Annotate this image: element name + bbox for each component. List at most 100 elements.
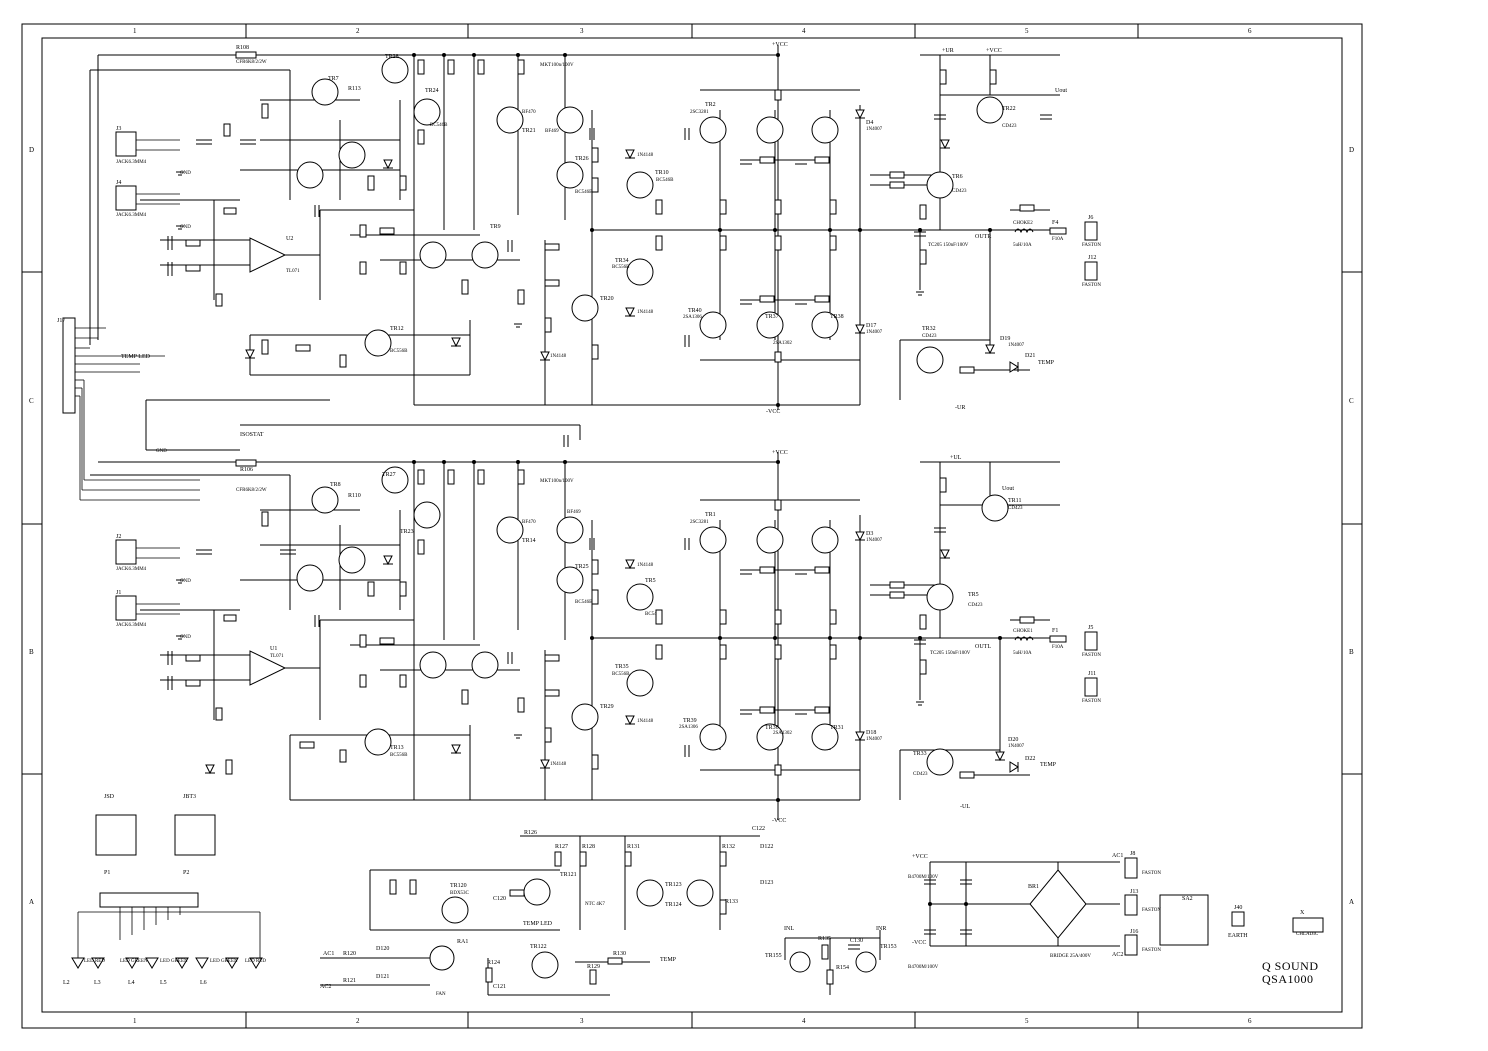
- tr27-label: TR27: [382, 472, 396, 478]
- tr155-label: TR155: [765, 953, 782, 959]
- tr121-label: TR121: [560, 872, 577, 878]
- r124-label: R124: [487, 960, 500, 966]
- tr123-label: TR123: [665, 882, 682, 888]
- tr38-label: TR38: [830, 314, 844, 320]
- fan-ra-label: RA1: [457, 939, 468, 945]
- f4-rating: F10A: [1052, 237, 1064, 242]
- input-level-area: [784, 930, 881, 995]
- faston-2: FASTON: [1142, 908, 1161, 913]
- ac1-psu: AC1: [1112, 853, 1123, 859]
- neg-ul: -UL: [960, 804, 970, 810]
- d17-label: D17: [866, 323, 876, 329]
- led-panel: [71, 814, 263, 969]
- earth-label: EARTH: [1228, 933, 1248, 939]
- tr31-label: TR31: [830, 725, 844, 731]
- capacitors: [167, 114, 1052, 757]
- tr25-label: TR25: [575, 564, 589, 570]
- tr22-label: TR22: [1002, 106, 1016, 112]
- tr12-label: TR12: [390, 326, 404, 332]
- tr34-label: TR34: [615, 258, 629, 264]
- fan-control: [320, 835, 760, 996]
- tr24-label: TR24: [425, 88, 439, 94]
- tc205-left: TC205 150nF/100V: [930, 651, 971, 656]
- neg-vcc-bottom: -VCC: [772, 818, 786, 824]
- d18-label: D18: [866, 730, 876, 736]
- tr9-label: TR5: [645, 578, 656, 584]
- tr28-label: TR28: [385, 54, 399, 60]
- col-label-6-bottom: 6: [1248, 1017, 1252, 1025]
- jsd-label: JSD: [104, 794, 115, 800]
- tr35-type: BC556B: [612, 672, 630, 677]
- d19-type: 1N4007: [1008, 343, 1025, 348]
- tr34-type: BC556B: [612, 265, 630, 270]
- d5-type: 1N4148: [637, 563, 654, 568]
- col-label-1-bottom: 1: [133, 1017, 137, 1025]
- r129-label: R129: [587, 964, 600, 970]
- col-label-5: 5: [1025, 27, 1029, 35]
- d21-label: D21: [1025, 353, 1035, 359]
- diodes: [205, 109, 1019, 775]
- corner-x: X: [1300, 910, 1305, 916]
- d14-type: 1N4148: [637, 719, 654, 724]
- choke2-label: CHOKE2: [1013, 221, 1033, 226]
- r154-label: R154: [836, 965, 849, 971]
- j12-type: FASTON: [1082, 283, 1101, 288]
- d20-label: D20: [1008, 737, 1018, 743]
- tr39-label: TR39: [683, 718, 697, 724]
- r106-value: CFR6K8/2/2W: [236, 488, 267, 493]
- d15-type: 1N4148: [637, 310, 654, 315]
- bridge-label: BRIDGE 25A/400V: [1050, 954, 1091, 959]
- p1-label: P1: [104, 870, 110, 876]
- tr122-label: TR122: [530, 944, 547, 950]
- tr23-label: TR23: [400, 529, 414, 535]
- temp-right: TEMP: [1038, 360, 1055, 366]
- d17-type: 1N4007: [866, 330, 883, 335]
- c120-label: C120: [493, 896, 506, 902]
- row-label-b-right: B: [1349, 648, 1354, 656]
- jack-j1-type: JACK6.3MM4: [116, 623, 147, 628]
- tr9-type: BC546B: [645, 612, 663, 617]
- j17-label: J17: [57, 318, 65, 324]
- temp-led-label: TEMP LED: [121, 354, 151, 360]
- tr26-type: BC546B: [575, 190, 593, 195]
- tr14b-type: BF469: [567, 510, 581, 515]
- d122-label: D122: [760, 844, 773, 850]
- col-label-1: 1: [133, 27, 137, 35]
- jack-j3-type: JACK6.3MM4: [116, 160, 147, 165]
- model-label: QSA1000: [1262, 972, 1314, 986]
- outl-label: OUTL: [975, 644, 991, 650]
- j12-label: J12: [1088, 255, 1096, 261]
- d18-type: 1N4007: [866, 737, 883, 742]
- ac1-fan: AC1: [323, 951, 334, 957]
- led-red-1: LED RED: [84, 959, 105, 964]
- tr6-label: TR6: [952, 174, 963, 180]
- row-label-d: D: [29, 146, 34, 154]
- tr120-label: TR120: [450, 883, 467, 889]
- row-label-c-right: C: [1349, 397, 1354, 405]
- gnd-j1: GND: [180, 635, 191, 640]
- tr40-label: TR40: [688, 308, 702, 314]
- choke1-value: 5uH/10A: [1013, 651, 1032, 656]
- choke2-value: 5uH/10A: [1013, 243, 1032, 248]
- col-label-4: 4: [802, 27, 806, 35]
- d3-type: 1N4007: [866, 538, 883, 543]
- outr-label: OUTR: [975, 234, 991, 240]
- mkt-right: MKT100n/100V: [540, 63, 574, 68]
- junction-dots: [412, 53, 1002, 906]
- resistors: [185, 51, 1035, 779]
- d123-label: D123: [760, 880, 773, 886]
- led-l3: L3: [94, 980, 101, 986]
- j13-label: J13: [1130, 889, 1138, 895]
- tr8-label: TR8: [330, 482, 341, 488]
- jack-j1-label: J1: [116, 590, 121, 596]
- led-l2: L2: [63, 980, 70, 986]
- d120-label: D120: [376, 946, 389, 952]
- tr21-type: BF470: [522, 110, 536, 115]
- pos-vcc-ur: +VCC: [986, 48, 1002, 54]
- ground-symbols: [176, 171, 924, 739]
- tr10b-label: TR9: [490, 224, 501, 230]
- r135-label: R135: [818, 936, 831, 942]
- col-label-5-bottom: 5: [1025, 1017, 1029, 1025]
- tr37-type: 2SA1302: [773, 341, 792, 346]
- tr21b-type: BF469: [545, 129, 559, 134]
